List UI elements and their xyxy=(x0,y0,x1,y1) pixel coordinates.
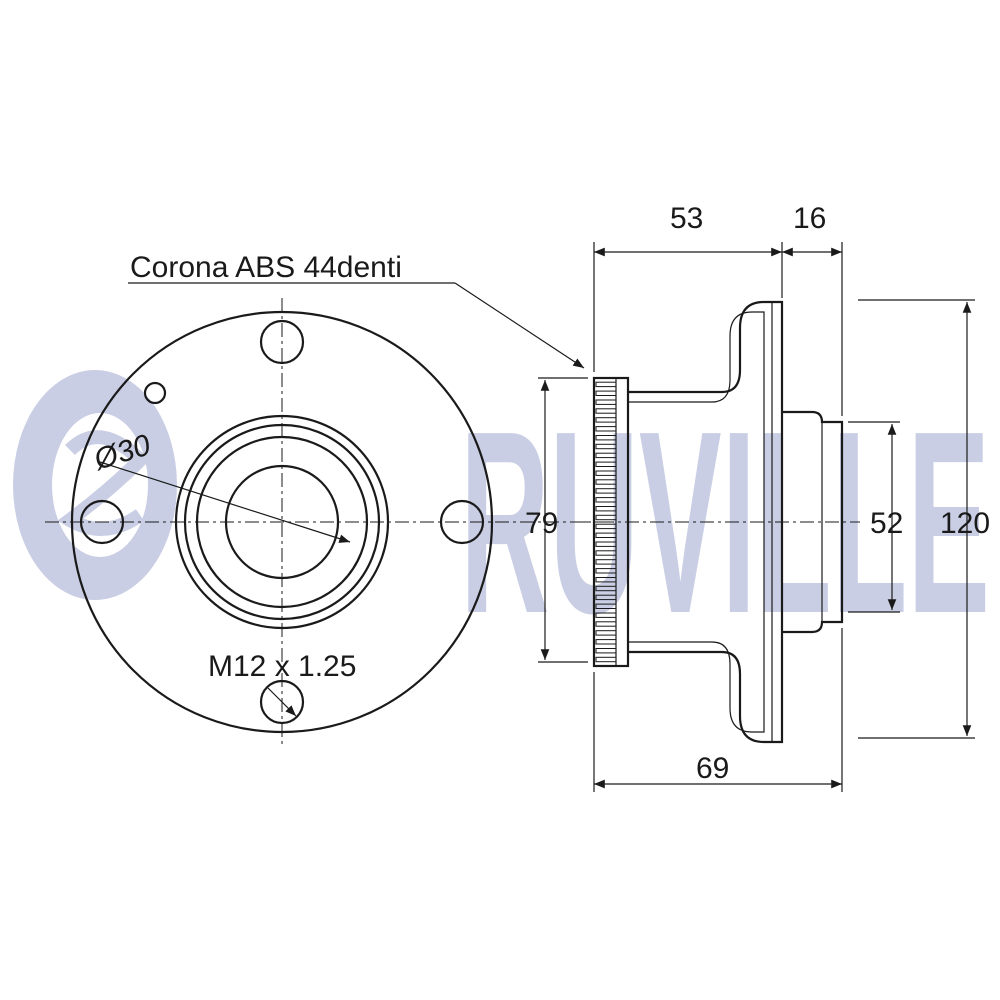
pilot xyxy=(782,410,844,634)
dim-16-label: 16 xyxy=(793,202,826,235)
abs-tooth xyxy=(595,479,617,485)
abs-tooth xyxy=(595,461,617,468)
abs-tooth xyxy=(595,417,617,423)
abs-tooth xyxy=(595,532,617,538)
abs-tooth xyxy=(595,381,617,388)
abs-tooth xyxy=(595,630,617,636)
hub-body-inner-contour xyxy=(628,311,765,733)
side-view xyxy=(575,300,860,744)
abs-tooth xyxy=(595,541,617,547)
abs-tooth xyxy=(595,408,617,414)
bolt-hole-left xyxy=(79,499,125,545)
bolt-hole-top xyxy=(259,319,305,365)
abs-tooth xyxy=(595,559,617,565)
front-view: Ø30 M12 x 1.25 xyxy=(45,298,600,748)
abs-tooth xyxy=(595,399,617,405)
abs-ring-label: Corona ABS 44denti xyxy=(130,251,402,284)
abs-tooth xyxy=(595,443,617,450)
abs-tooth xyxy=(595,568,617,574)
abs-tooth xyxy=(595,603,617,609)
abs-tooth xyxy=(595,621,617,627)
abs-tooth xyxy=(595,488,617,494)
bore-diameter-leader xyxy=(99,461,351,543)
thread-leader xyxy=(267,687,297,717)
dim-52-label: 52 xyxy=(870,507,903,540)
bore xyxy=(224,464,340,580)
abs-ring-leader xyxy=(454,282,585,369)
dim-53-label: 53 xyxy=(670,202,703,235)
abs-tooth xyxy=(595,523,617,530)
locating-hole xyxy=(143,381,167,405)
abs-tooth xyxy=(595,612,617,618)
abs-tooth xyxy=(595,594,617,601)
abs-tooth xyxy=(595,426,617,432)
abs-tooth xyxy=(595,550,617,556)
abs-tooth xyxy=(595,585,617,592)
abs-tooth xyxy=(595,470,617,476)
abs-tooth xyxy=(595,577,617,583)
bolt-hole-bottom xyxy=(259,679,305,725)
bolt-hole-right xyxy=(439,499,485,545)
flange-outline xyxy=(70,310,494,734)
abs-tooth xyxy=(595,452,617,459)
thread-label: M12 x 1.25 xyxy=(208,650,356,683)
abs-tooth xyxy=(595,648,617,654)
abs-tooth xyxy=(595,497,617,503)
hub-ring-middle xyxy=(183,423,381,621)
ruville-watermark: RUVILLE xyxy=(13,370,990,668)
abs-ring-callout: Corona ABS 44denti xyxy=(128,251,585,369)
abs-tooth xyxy=(595,656,617,663)
abs-tooth xyxy=(595,435,617,441)
hub-body xyxy=(628,300,784,744)
dim-120-label: 120 xyxy=(940,507,990,540)
hub-ring-inner xyxy=(195,435,369,609)
hub-ring-outer xyxy=(174,414,390,630)
dim-79-label: 79 xyxy=(525,507,558,540)
ruville-logo-emblem xyxy=(13,370,177,600)
abs-tooth xyxy=(595,506,617,512)
abs-tooth xyxy=(595,514,617,521)
dimension-lines: 53 16 79 52 120 69 xyxy=(525,202,990,792)
abs-tooth xyxy=(595,639,617,645)
dim-69-label: 69 xyxy=(696,752,729,785)
abs-tooth xyxy=(595,390,617,397)
abs-tone-ring xyxy=(592,376,630,668)
